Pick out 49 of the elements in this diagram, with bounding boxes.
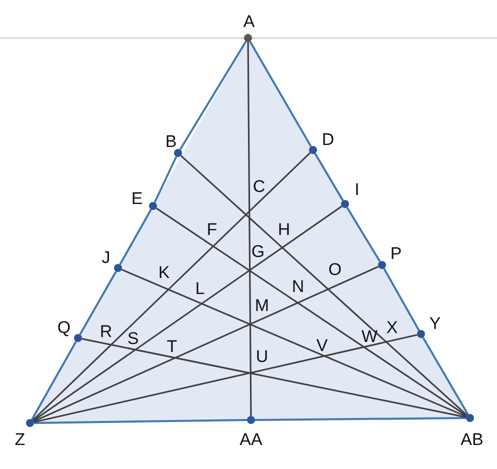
line-segment: [314, 152, 344, 202]
intersection-label: C: [252, 177, 266, 197]
point-label: D: [320, 130, 336, 150]
line-segment: [179, 40, 247, 150]
line-segment: [121, 268, 467, 418]
line-segment: [34, 419, 248, 424]
intersection-label: S: [126, 329, 140, 349]
intersection-label: T: [166, 337, 178, 357]
line-segment: [383, 268, 420, 332]
line-segment: [247, 42, 252, 416]
intersection-label: R: [98, 322, 114, 342]
intersection-label: W: [362, 327, 376, 347]
point-label: I: [354, 180, 360, 200]
point-label: Z: [14, 430, 26, 450]
point-label: E: [130, 189, 144, 209]
point-label: P: [389, 244, 403, 264]
intersection-label: H: [276, 220, 292, 240]
line-segment: [180, 155, 468, 416]
point-label: B: [164, 132, 178, 152]
intersection-label: V: [315, 336, 329, 356]
line-segment: [31, 341, 77, 420]
line-segment: [34, 334, 418, 423]
point-label: AB: [460, 430, 484, 450]
point-label: J: [100, 248, 112, 268]
intersection-label: G: [250, 242, 266, 262]
point-label: A: [242, 12, 256, 32]
line-segment: [249, 40, 312, 148]
point-label: Q: [56, 318, 72, 338]
line-segment: [32, 152, 311, 421]
intersection-label: O: [328, 260, 342, 280]
line-segment: [154, 156, 178, 203]
point-label: AA: [238, 430, 264, 450]
line-segment: [255, 417, 466, 421]
intersection-label: U: [254, 347, 270, 367]
line-segment: [346, 206, 381, 262]
line-segment: [82, 338, 466, 418]
line-segment: [422, 336, 469, 416]
intersection-label: M: [254, 296, 270, 316]
line-segment: [79, 270, 117, 336]
intersection-label: K: [157, 263, 171, 283]
intersection-label: F: [206, 220, 218, 240]
line-segment: [156, 208, 468, 416]
line-segment: [119, 209, 152, 265]
intersection-label: X: [385, 318, 399, 338]
point-label: Y: [428, 314, 442, 334]
intersection-label: N: [290, 277, 306, 297]
intersection-label: L: [194, 279, 206, 299]
line-segment: [32, 206, 342, 422]
line-segment: [33, 266, 379, 422]
